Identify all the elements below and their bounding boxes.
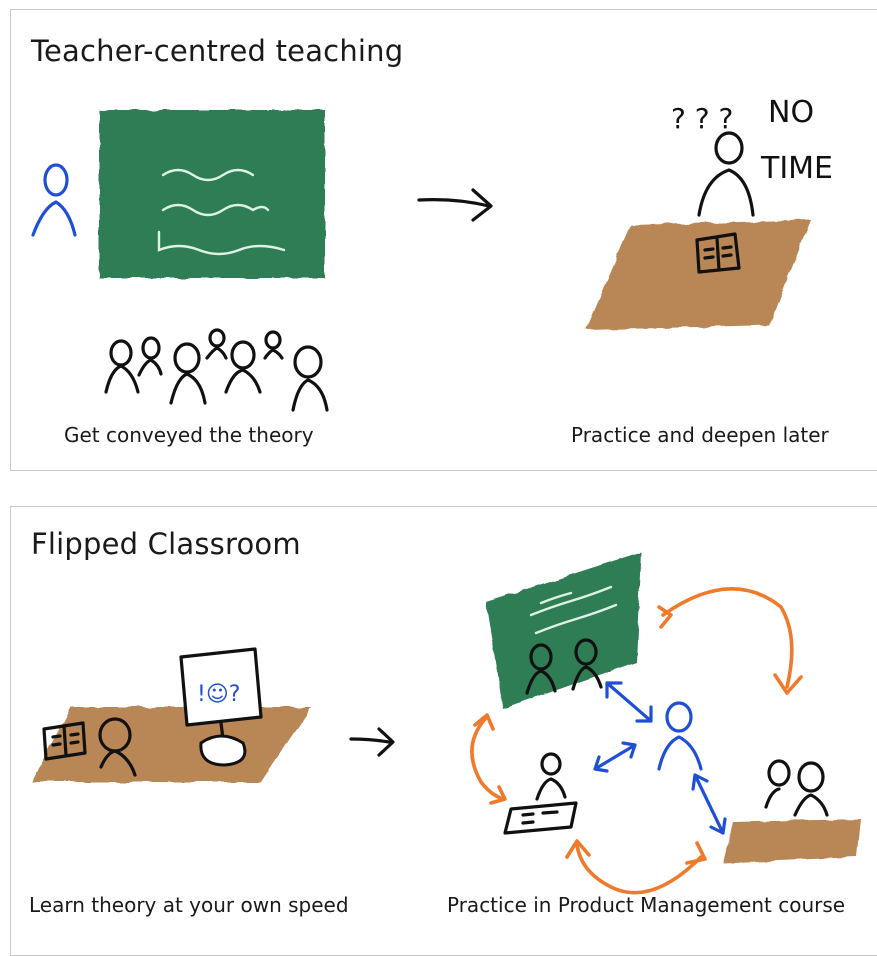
caption-practice-course: Practice in Product Management course xyxy=(447,893,846,917)
desk-scene xyxy=(586,131,811,330)
cycle-arrow-top xyxy=(661,587,794,689)
home-study-scene: !☺? xyxy=(31,647,311,782)
panel-teacher-centred: Teacher-centred teaching xyxy=(10,9,877,471)
chalk-line-3 xyxy=(157,230,286,256)
arrow-right xyxy=(417,198,491,208)
cycle-arrow-left xyxy=(470,717,505,801)
double-arrow-desk xyxy=(691,773,727,835)
caption-get-conveyed: Get conveyed the theory xyxy=(64,423,314,447)
chalk-line-1 xyxy=(161,168,255,182)
teacher-figure xyxy=(657,701,703,771)
arrow-right xyxy=(349,737,391,744)
arrow-head xyxy=(377,727,395,757)
teacher-centred-illustration: ? ? ? NO TIME xyxy=(31,95,833,412)
cycle-arrow-bottom xyxy=(575,843,703,895)
handwriting-time: TIME xyxy=(760,151,833,186)
student-group-left xyxy=(503,752,578,835)
handwriting-no: NO xyxy=(768,95,814,130)
classroom-scene xyxy=(470,552,861,895)
mouse-pad xyxy=(199,734,247,767)
panel-flipped-classroom: Flipped Classroom !☺? xyxy=(10,506,877,956)
book-icon xyxy=(42,721,87,761)
flipped-classroom-illustration: !☺? xyxy=(31,552,861,895)
learner-body xyxy=(99,749,137,777)
question-marks: ? ? ? xyxy=(671,102,733,135)
student-group-right xyxy=(723,759,861,863)
caption-practice-later: Practice and deepen later xyxy=(571,423,829,447)
chalkboard xyxy=(99,110,325,278)
students-group xyxy=(104,328,329,412)
double-arrow-group xyxy=(593,741,637,773)
monitor xyxy=(179,647,263,727)
monitor-content: !☺? xyxy=(197,682,240,707)
double-arrow-board xyxy=(605,681,653,723)
student-body xyxy=(697,168,755,217)
desk xyxy=(586,220,811,330)
desk xyxy=(723,819,861,863)
desk xyxy=(31,707,311,782)
book-icon xyxy=(695,232,741,274)
teacher-figure xyxy=(31,163,77,237)
chalk-line-2 xyxy=(161,203,270,217)
arrow-head xyxy=(471,188,493,222)
chalkboard xyxy=(486,552,641,709)
panel-title: Teacher-centred teaching xyxy=(31,34,404,68)
student-head xyxy=(714,131,744,165)
caption-learn-theory: Learn theory at your own speed xyxy=(29,893,349,917)
panel-title: Flipped Classroom xyxy=(31,527,301,561)
